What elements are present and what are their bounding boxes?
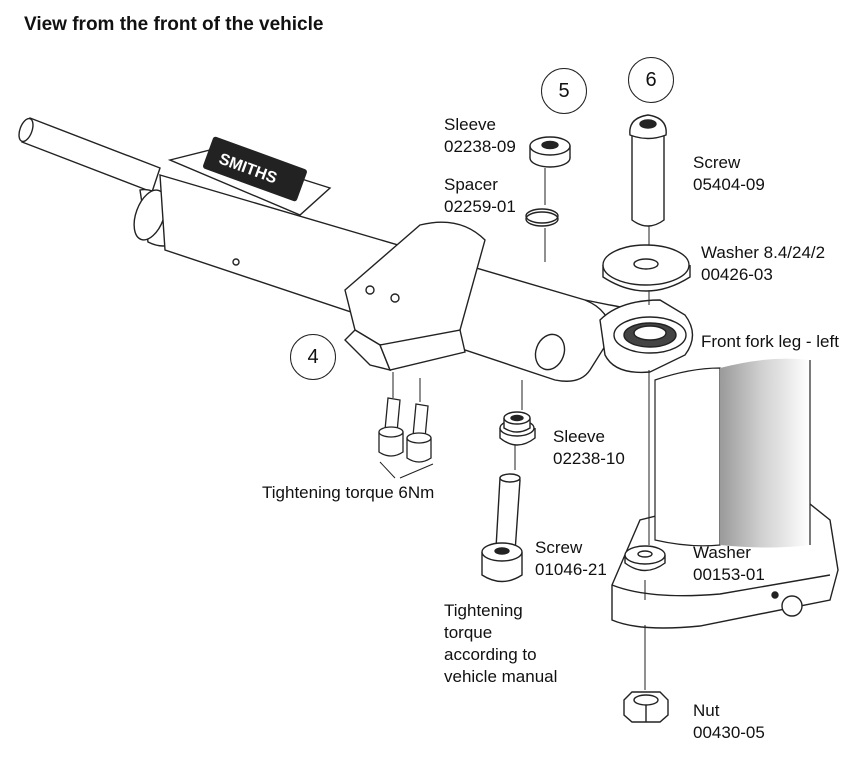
brand-logo: SMITHS bbox=[203, 136, 307, 202]
label-screw-bottom-name: Screw bbox=[535, 538, 583, 557]
callout-4: 4 bbox=[290, 334, 336, 380]
label-washer-small: Washer 00153-01 bbox=[693, 542, 765, 586]
label-washer-large-name: Washer 8.4/24/2 bbox=[701, 243, 826, 262]
label-washer-small-part: 00153-01 bbox=[693, 565, 765, 584]
label-torque-6nm-text: Tightening torque 6Nm bbox=[262, 483, 435, 502]
label-nut: Nut 00430-05 bbox=[693, 700, 765, 744]
assembly-axes bbox=[379, 168, 650, 690]
label-washer-small-name: Washer bbox=[693, 543, 751, 562]
screw-top-part bbox=[629, 114, 667, 227]
label-screw-top-name: Screw bbox=[693, 153, 741, 172]
label-torque-manual-line-4: vehicle manual bbox=[444, 667, 558, 686]
label-torque-manual-line-2: torque bbox=[444, 623, 493, 642]
label-screw-top-part: 05404-09 bbox=[693, 175, 765, 194]
sleeve-bottom-part bbox=[499, 411, 536, 446]
label-screw-bottom: Screw 01046-21 bbox=[535, 537, 607, 581]
label-screw-bottom-part: 01046-21 bbox=[535, 560, 607, 579]
sleeve-top-part bbox=[529, 136, 571, 168]
label-sleeve-top: Sleeve 02238-09 bbox=[444, 114, 516, 158]
nut-part bbox=[623, 691, 669, 723]
label-spacer-part: 02259-01 bbox=[444, 197, 516, 216]
diagram-title: View from the front of the vehicle bbox=[24, 14, 324, 35]
washer-small-part bbox=[624, 545, 666, 572]
label-screw-top: Screw 05404-09 bbox=[693, 152, 765, 196]
label-spacer: Spacer 02259-01 bbox=[444, 174, 516, 218]
label-nut-name: Nut bbox=[693, 701, 720, 720]
label-sleeve-bottom: Sleeve 02238-10 bbox=[553, 426, 625, 470]
label-sleeve-bottom-part: 02238-10 bbox=[553, 449, 625, 468]
spacer-part bbox=[525, 208, 559, 227]
label-sleeve-top-name: Sleeve bbox=[444, 115, 496, 134]
label-nut-part: 00430-05 bbox=[693, 723, 765, 742]
small-screws-pair bbox=[378, 397, 432, 463]
label-torque-manual: Tightening torque according to vehicle m… bbox=[444, 600, 557, 688]
washer-large-part bbox=[602, 244, 691, 292]
label-torque-manual-line-3: according to bbox=[444, 645, 537, 664]
label-torque-6nm: Tightening torque 6Nm bbox=[262, 482, 434, 504]
callout-5: 5 bbox=[541, 68, 587, 114]
label-fork-leg: Front fork leg - left bbox=[701, 331, 839, 353]
callout-6: 6 bbox=[628, 57, 674, 103]
label-washer-large: Washer 8.4/24/2 00426-03 bbox=[701, 242, 825, 286]
rod-end-bearing bbox=[599, 299, 694, 374]
screw-bottom-part bbox=[481, 473, 523, 583]
label-washer-large-part: 00426-03 bbox=[701, 265, 773, 284]
label-torque-manual-line-1: Tightening bbox=[444, 601, 523, 620]
label-spacer-name: Spacer bbox=[444, 175, 498, 194]
label-sleeve-top-part: 02238-09 bbox=[444, 137, 516, 156]
label-sleeve-bottom-name: Sleeve bbox=[553, 427, 605, 446]
label-fork-leg-name: Front fork leg - left bbox=[701, 332, 839, 351]
fork-leg-tube bbox=[654, 358, 811, 548]
